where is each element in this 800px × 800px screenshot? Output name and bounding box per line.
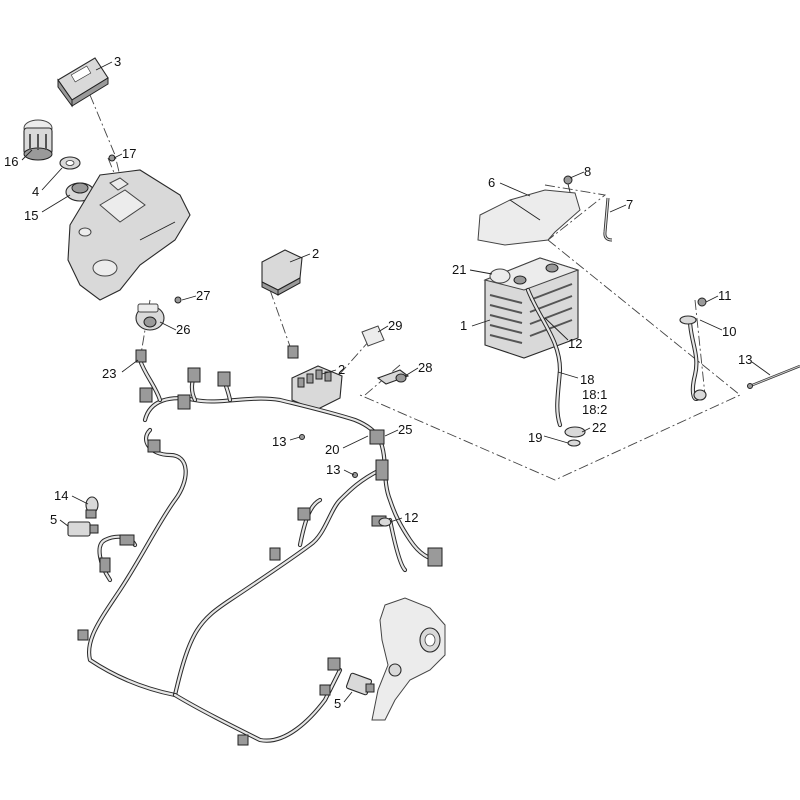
part-22-terminal: [564, 426, 586, 438]
part-21-terminal-cap: [489, 268, 511, 284]
callout-5-left: 5: [50, 512, 57, 527]
battery-ribs: [489, 283, 573, 344]
relay-connector: [287, 345, 299, 359]
callout-10: 10: [722, 324, 736, 339]
part-26-sensor: [135, 303, 165, 331]
part-5-switch-right: [345, 672, 375, 696]
part-13-rod-right: [747, 364, 800, 389]
part-8-bolt: [563, 175, 573, 193]
callout-7: 7: [626, 197, 633, 212]
part-18-cable: [525, 287, 563, 428]
callout-22: 22: [592, 420, 606, 435]
assembly-guide-lines: [89, 94, 741, 481]
callout-13-a: 13: [272, 434, 286, 449]
part-19-washer: [567, 439, 581, 447]
callout-5-right: 5: [334, 696, 341, 711]
callout-18-1: 18:1: [582, 387, 607, 402]
harness-connectors: [77, 349, 443, 746]
callout-16: 16: [4, 154, 18, 169]
callout-27: 27: [196, 288, 210, 303]
part-1-battery: [483, 257, 580, 359]
callout-12-battery: 12: [568, 336, 582, 351]
callout-labels: 3 16 4 15 17 2 2 27 26 23 29 28 13 20 25…: [4, 54, 752, 711]
callout-1: 1: [460, 318, 467, 333]
callout-2-lower: 2: [338, 362, 345, 377]
part-3-switch-plate: [57, 57, 109, 108]
callout-26: 26: [176, 322, 190, 337]
part-5-switch-left: [67, 521, 99, 537]
callout-13-b: 13: [326, 462, 340, 477]
callout-21: 21: [452, 262, 466, 277]
callout-19: 19: [528, 430, 542, 445]
part-12-tie: [378, 517, 392, 527]
part-28-bracket: [376, 369, 410, 385]
callout-11: 11: [718, 288, 732, 303]
part-16-ignition-switch: [23, 119, 53, 161]
callout-29: 29: [388, 318, 402, 333]
callout-8: 8: [584, 164, 591, 179]
part-2-fuse-block: [291, 365, 343, 411]
part-11-bolt: [697, 297, 707, 307]
control-panel-housing: [67, 169, 191, 301]
part-13-screws: [299, 434, 358, 478]
leader-lines: [21, 61, 771, 703]
part-27-clip: [174, 296, 182, 304]
part-29-block: [361, 325, 385, 347]
part-2-cover: [261, 249, 303, 296]
callout-25: 25: [398, 422, 412, 437]
callout-17: 17: [122, 146, 136, 161]
callout-28: 28: [418, 360, 432, 375]
callout-20: 20: [325, 442, 339, 457]
part-10-ground-cable: [679, 315, 707, 402]
callout-14: 14: [54, 488, 68, 503]
part-14-switch: [85, 496, 99, 519]
callout-3: 3: [114, 54, 121, 69]
callout-18-2: 18:2: [582, 402, 607, 417]
callout-4: 4: [32, 184, 39, 199]
callout-2-top: 2: [312, 246, 319, 261]
callout-12-harness: 12: [404, 510, 418, 525]
part-7-rod: [603, 197, 613, 242]
part-4-nut: [59, 156, 81, 170]
part-6-battery-cover: [477, 189, 581, 246]
callout-6: 6: [488, 175, 495, 190]
callout-18: 18: [580, 372, 594, 387]
callout-13-c: 13: [738, 352, 752, 367]
callout-15: 15: [24, 208, 38, 223]
callout-23: 23: [102, 366, 116, 381]
frame-bracket: [371, 597, 446, 721]
